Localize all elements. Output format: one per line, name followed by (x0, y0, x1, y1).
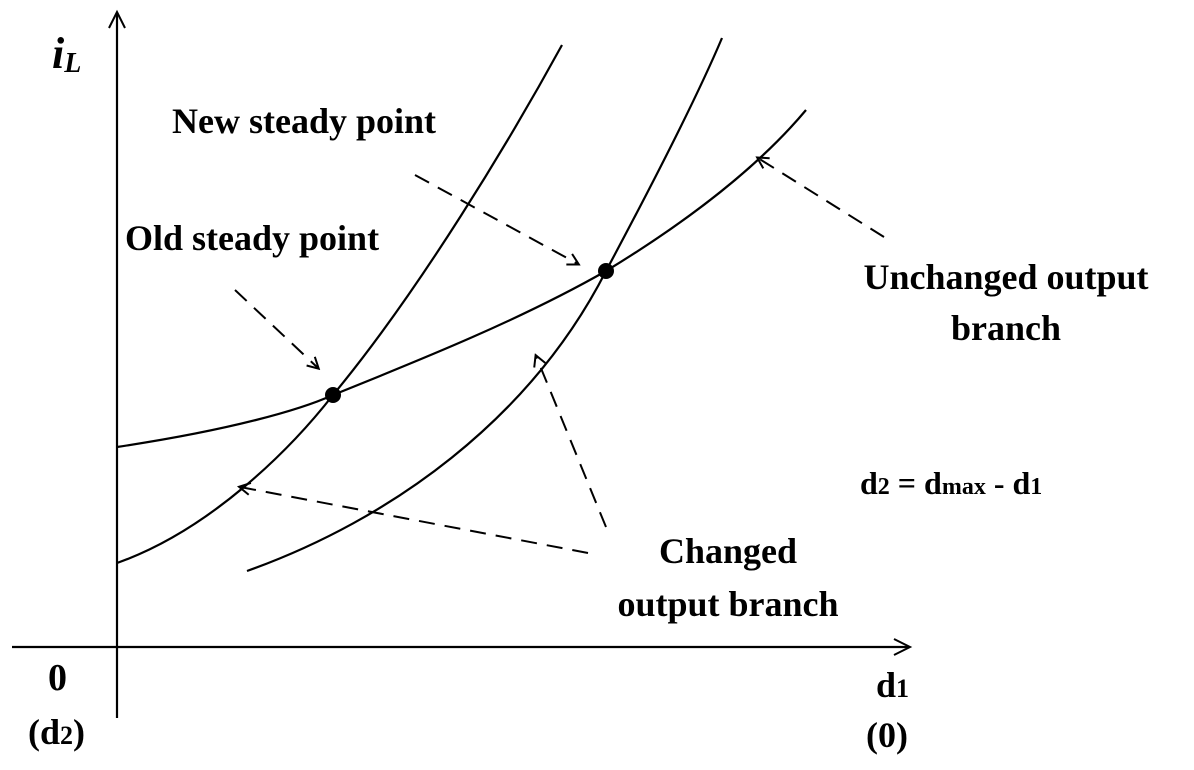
y-axis-label-sub: L (63, 48, 81, 79)
x-axis-label-main: d (876, 665, 896, 705)
unchanged-branch-label-line1: Unchanged output (863, 257, 1148, 297)
y-axis-label: iL (52, 29, 81, 79)
y-axis-label-main: i (52, 29, 65, 78)
new-steady-point-leader-arrow (414, 174, 578, 264)
changed-output-branch-new-curve (246, 37, 724, 573)
equation-d1-sub: 1 (1030, 474, 1042, 500)
equation-minus-d1: - d (986, 465, 1031, 501)
x-axis-arrowhead (893, 638, 913, 656)
changed-branch-label-line1: Changed (659, 531, 797, 571)
origin-sublabel-close: ) (73, 712, 85, 752)
unchanged-branch-leader-arrow (758, 158, 885, 238)
equation-d2: d (860, 465, 878, 501)
equation-max-sub: max (942, 474, 986, 500)
changed-output-branch-old-curve (116, 44, 563, 565)
x-axis-label-sub: 1 (896, 674, 909, 703)
origin-sublabel-digit: 2 (60, 721, 73, 750)
origin-sublabel-open: (d (28, 712, 60, 752)
old-steady-point-label: Old steady point (125, 218, 379, 258)
changed-branch-label-line2: output branch (617, 584, 838, 624)
x-axis-label: d1 (876, 665, 909, 705)
equation-d2-sub: 2 (878, 474, 890, 500)
new-steady-point-label: New steady point (172, 101, 436, 141)
duty-cycle-equation: d2 = dmax - d1 (860, 465, 1042, 501)
changed-branch-leader-arrow-old (240, 487, 589, 554)
origin-sublabel: (d2) (28, 712, 85, 752)
unchanged-branch-label-line2: branch (951, 308, 1061, 348)
x-axis-end-label: (0) (866, 715, 908, 755)
old-steady-point-leader-arrow (234, 289, 318, 368)
origin-label: 0 (48, 657, 67, 699)
new-steady-point-marker (598, 263, 614, 279)
y-axis-arrowhead (108, 9, 126, 29)
equation-equals-dmax: = d (890, 465, 942, 501)
unchanged-output-branch-curve (116, 109, 807, 449)
changed-branch-leader-arrow-new (536, 356, 607, 528)
old-steady-point-marker (325, 387, 341, 403)
